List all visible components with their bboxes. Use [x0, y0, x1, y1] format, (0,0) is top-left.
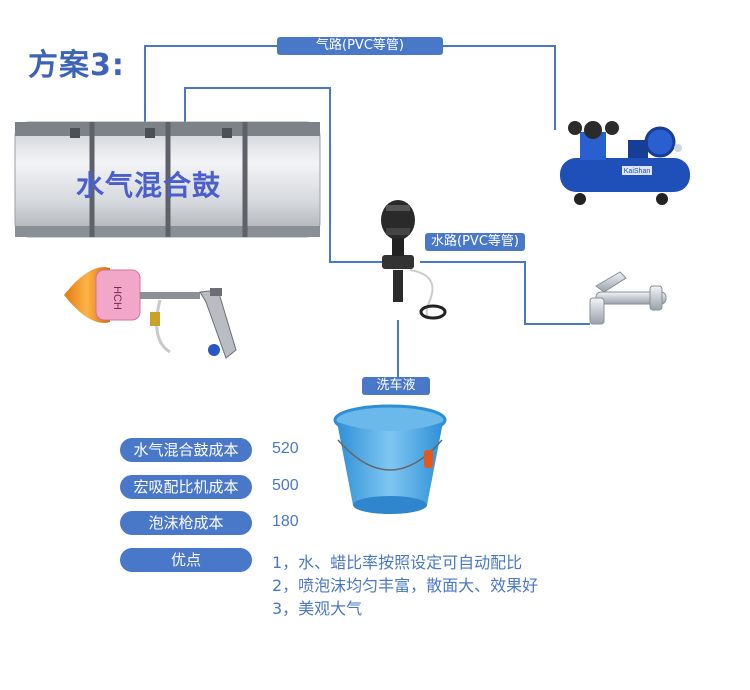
advantages-label: 优点 — [120, 548, 252, 572]
gun-bottle-text: HCH — [111, 286, 123, 310]
cost-value-drum: 520 — [272, 440, 299, 457]
air-line-label: 气路(PVC等管) — [277, 37, 443, 55]
water-line-label: 水路(PVC等管) — [425, 233, 525, 251]
water-line — [397, 261, 590, 380]
compressor-brand-text: KaiShan — [624, 168, 651, 175]
wash-liquid-label: 洗车液 — [362, 377, 430, 395]
proportioner-image — [381, 200, 447, 320]
advantage-item-1: 1，水、蜡比率按照设定可自动配比 — [272, 553, 523, 572]
air-compressor-image — [560, 121, 690, 205]
water-tap-image — [589, 271, 667, 325]
drum-label: 水气混合鼓 — [76, 169, 222, 202]
bucket-image — [333, 404, 447, 514]
advantage-item-2: 2，喷泡沫均匀丰富，散面大、效果好 — [272, 576, 539, 595]
page-title: 方案3: — [28, 48, 125, 83]
cost-value-proportioner: 500 — [272, 477, 299, 494]
advantage-item-3: 3，美观大气 — [272, 599, 363, 618]
cost-label-proportioner: 宏吸配比机成本 — [120, 475, 252, 499]
cost-label-foam-gun: 泡沫枪成本 — [120, 511, 252, 535]
cost-value-foam-gun: 180 — [272, 513, 299, 530]
foam-gun-image — [64, 267, 237, 359]
cost-label-drum: 水气混合鼓成本 — [120, 438, 252, 462]
mixing-drum-image — [14, 121, 321, 238]
